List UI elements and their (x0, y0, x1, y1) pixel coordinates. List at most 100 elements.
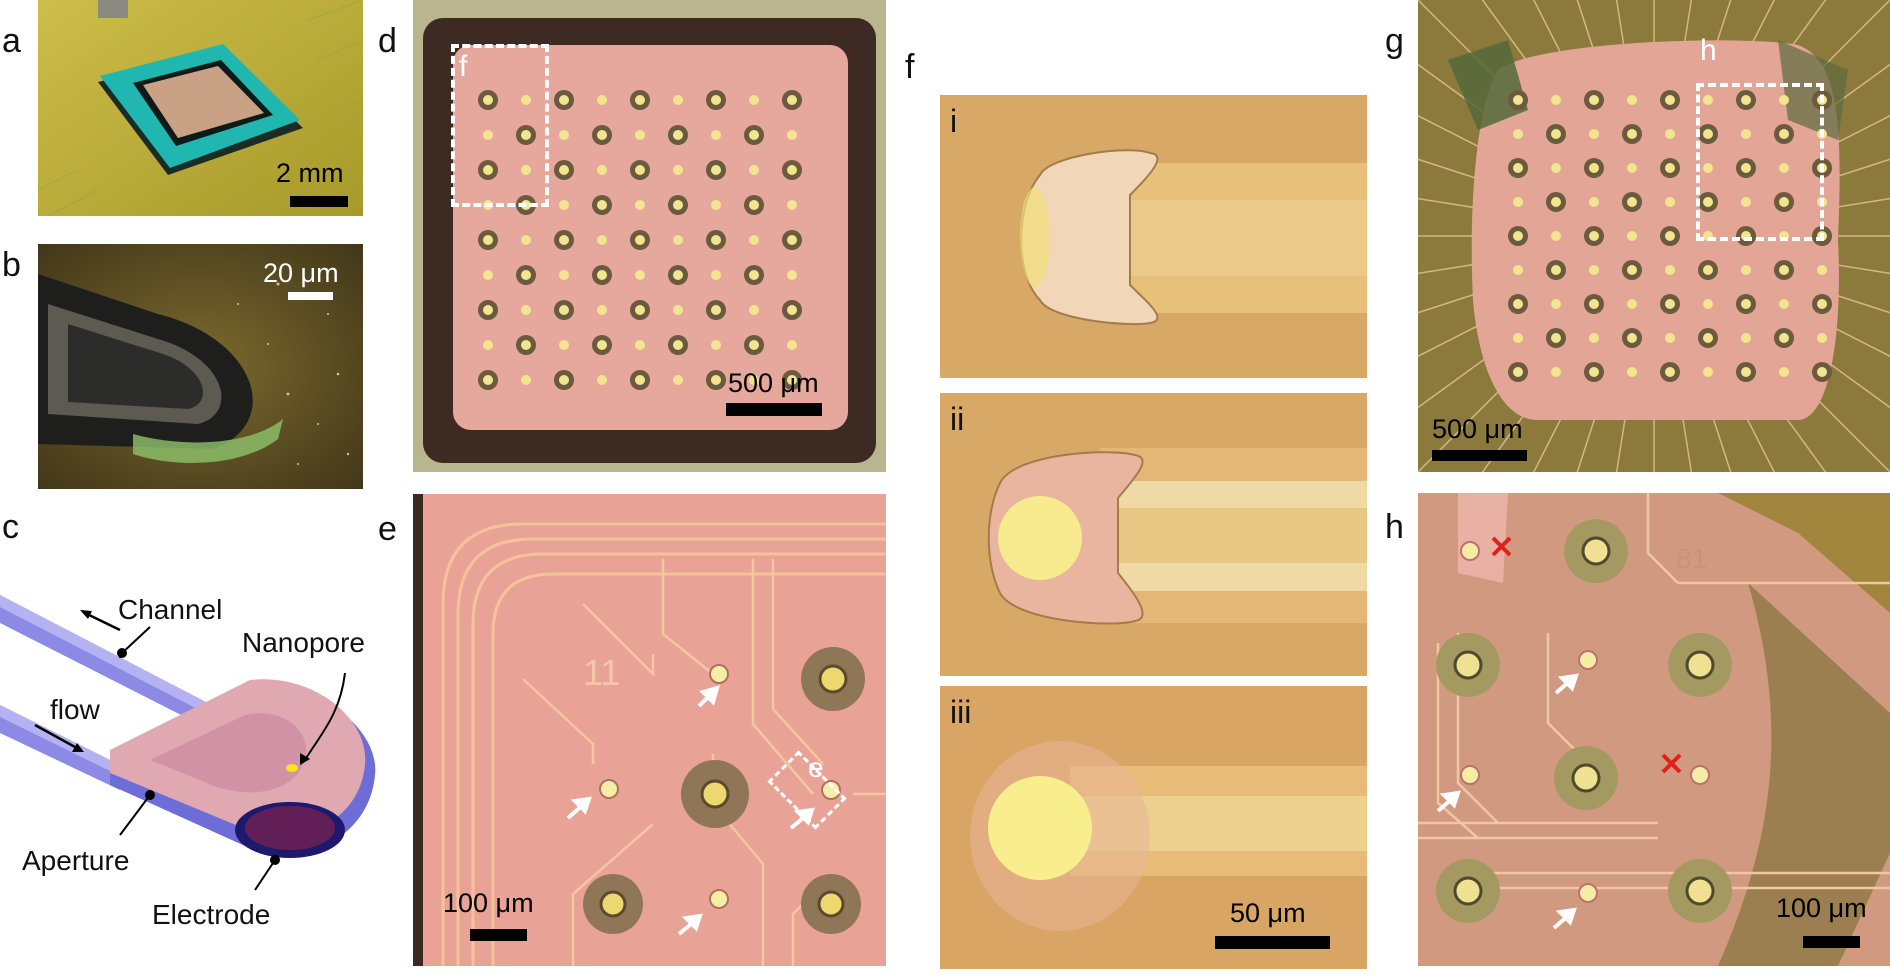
electrode-pad-center (1779, 129, 1789, 139)
electrode-pad-center (483, 305, 493, 315)
electrode-pad (711, 270, 721, 280)
panel-c-schematic: Channel flow Nanopore Aperture Electrode (0, 555, 400, 979)
electrode-pad (483, 130, 493, 140)
electrode-pad-center (597, 340, 607, 350)
electrode-pad-center (1551, 197, 1561, 207)
electrode-pad (1627, 231, 1637, 241)
electrode-pad (597, 375, 607, 385)
electrode-pad (749, 165, 759, 175)
panel-d-micrograph: f 500 μm (413, 0, 886, 472)
pad-grid-g (1508, 90, 1832, 382)
electrode-pad-center (597, 270, 607, 280)
electrode-pad (1627, 95, 1637, 105)
panel-b-photo: 20 μm (38, 244, 363, 489)
electrode-pad (521, 165, 531, 175)
electrode-array-image (413, 0, 886, 472)
electrode-pad-center (787, 375, 797, 385)
electrode-pad (1665, 197, 1675, 207)
electrode-pad (1665, 129, 1675, 139)
scale-bar-d (726, 403, 822, 416)
electrode-pad-center (1665, 163, 1675, 173)
electrode-pad (1627, 299, 1637, 309)
electrode-pad-center (483, 375, 493, 385)
electrode-pad (597, 95, 607, 105)
electrode-pad-center (559, 305, 569, 315)
scale-bar-f (1215, 936, 1330, 949)
electrode-pad (1741, 265, 1751, 275)
electrode-pad-center (1589, 299, 1599, 309)
electrode-pad (1703, 367, 1713, 377)
electrode-pad (1627, 367, 1637, 377)
electrode-pad-center (559, 375, 569, 385)
electrode-pad (787, 340, 797, 350)
electrode-pad (635, 130, 645, 140)
aperture-image-ii (940, 393, 1367, 676)
electrode-pad (1703, 299, 1713, 309)
electrode-pad-center (559, 165, 569, 175)
electrode-pad (1779, 367, 1789, 377)
electrode-pad (559, 340, 569, 350)
electrode-pad (597, 235, 607, 245)
electrode-pad-center (787, 305, 797, 315)
sub-label-i: i (950, 103, 958, 139)
aperture-image-i (940, 95, 1367, 378)
electrode-pad-center (749, 130, 759, 140)
panel-label-c: c (2, 508, 19, 546)
electrode-pad-center (787, 95, 797, 105)
callout-aperture: Aperture (22, 845, 130, 876)
scale-bar-g (1432, 450, 1527, 461)
electrode-pad (521, 375, 531, 385)
electrode-pad-center (483, 165, 493, 175)
electrode-pad-center (1513, 163, 1523, 173)
electrode-pad (711, 340, 721, 350)
electrode-pad (1817, 265, 1827, 275)
electrode-pad (1589, 265, 1599, 275)
electrode-pad (1665, 265, 1675, 275)
electrode-pad-center (597, 200, 607, 210)
nanopore-dot (286, 764, 298, 772)
electrode-pad (635, 270, 645, 280)
electrode-pad (787, 270, 797, 280)
electrode-pad (1589, 197, 1599, 207)
electrode-pad (711, 130, 721, 140)
electrode-pad (1513, 197, 1523, 207)
fail-marks (1491, 536, 1682, 774)
electrode-pad-center (521, 270, 531, 280)
electrode-pad (1741, 197, 1751, 207)
electrode-pad-center (1513, 95, 1523, 105)
chip-package-image (38, 0, 363, 216)
electrode-pad-center (1551, 129, 1561, 139)
electrode-pad-center (1589, 367, 1599, 377)
electrode-pad (1779, 299, 1789, 309)
electrode-pad (711, 200, 721, 210)
electrode-pad-center (1703, 265, 1713, 275)
scale-bar-e (470, 929, 527, 941)
electrode-zoom-image (413, 494, 886, 966)
scale-label-b: 20 μm (263, 258, 339, 288)
electrode-pad-center (1665, 299, 1675, 309)
electrode-pad (1513, 333, 1523, 343)
electrode-pad (1513, 265, 1523, 275)
electrode-pad-center (787, 235, 797, 245)
inset-label-e: e (808, 752, 824, 783)
electrode-pad-center (597, 130, 607, 140)
electrode-pad (597, 165, 607, 175)
callout-electrode: Electrode (152, 899, 271, 930)
electrode-pad (521, 95, 531, 105)
scale-label-h: 100 μm (1776, 893, 1867, 923)
electrode-pad-center (787, 165, 797, 175)
aperture-closeup-image (38, 244, 363, 489)
electrode-pad-center (1779, 197, 1789, 207)
electrode-pad (1779, 163, 1789, 173)
electrode-pad (1627, 163, 1637, 173)
electrode-pad (483, 340, 493, 350)
electrode-pad-center (1817, 367, 1827, 377)
electrode-pad (787, 130, 797, 140)
electrode-pad-center (1665, 367, 1675, 377)
electrode-pad (1551, 367, 1561, 377)
electrode-pad-center (559, 235, 569, 245)
electrode-pad-center (635, 165, 645, 175)
electrode-pad-center (483, 235, 493, 245)
electrode-pad (559, 130, 569, 140)
electrode-pad (749, 375, 759, 385)
